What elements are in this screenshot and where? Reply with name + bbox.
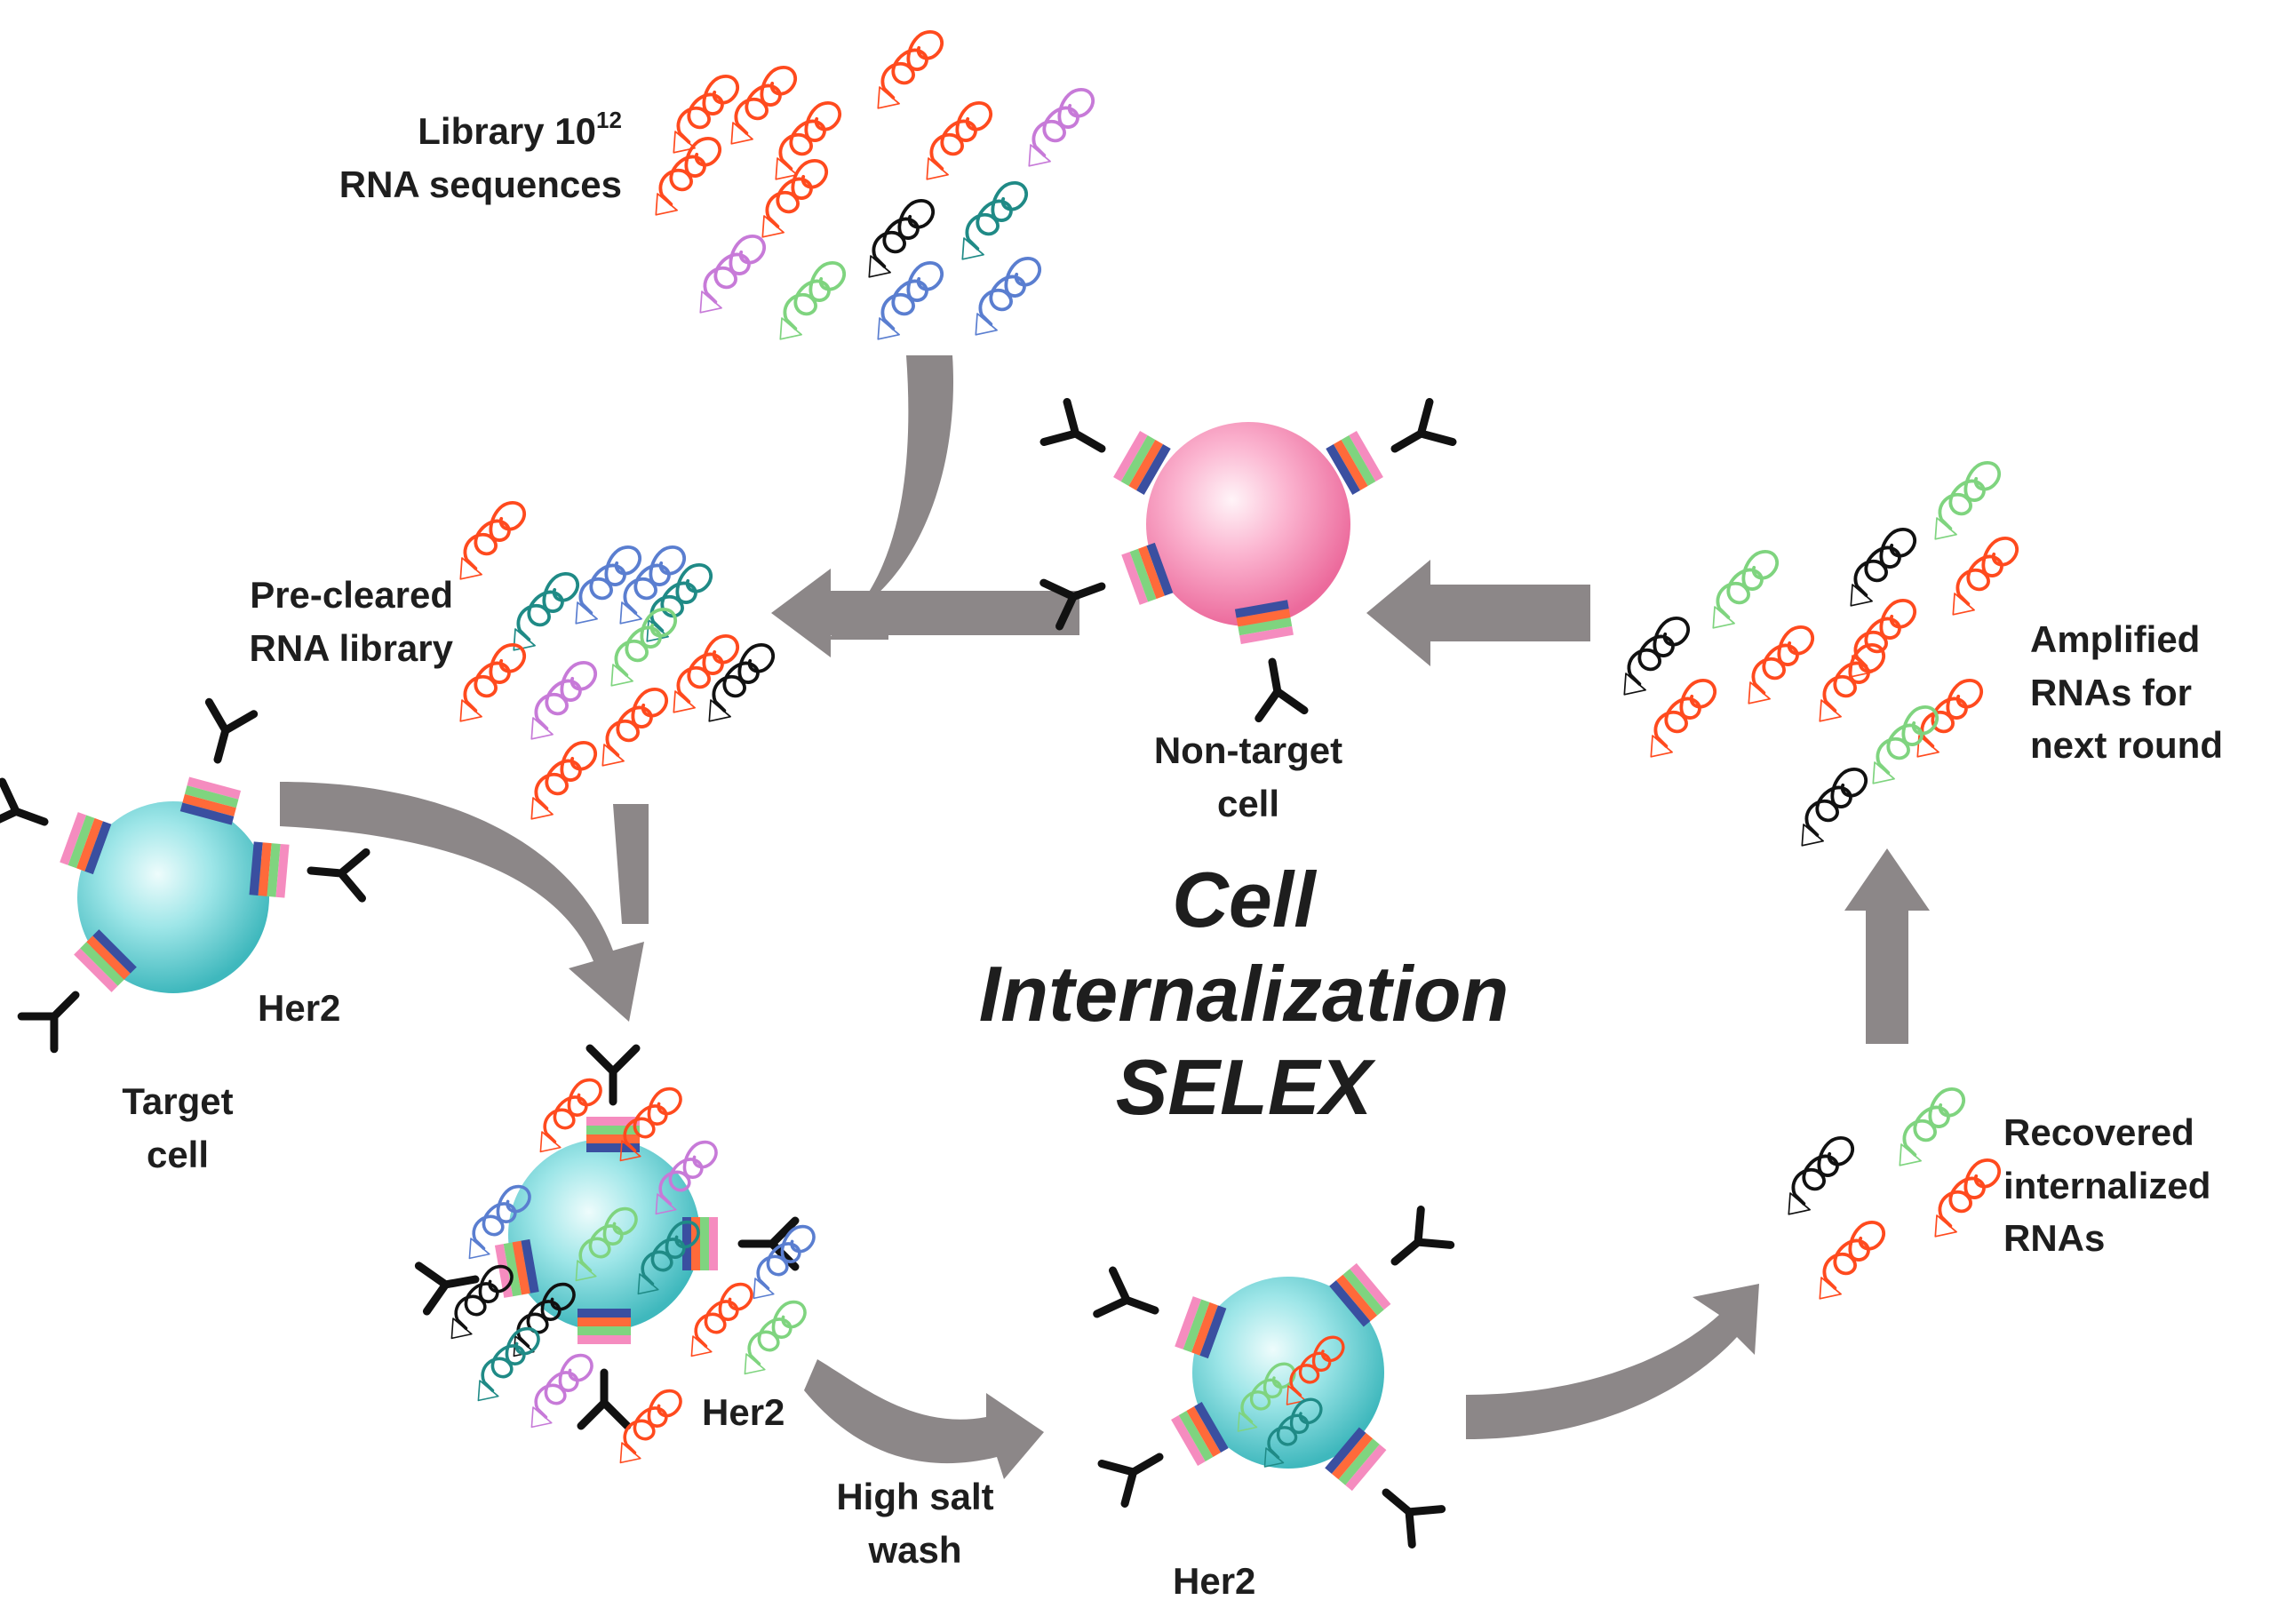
precleared-label: Pre-cleared RNA library: [249, 574, 453, 669]
her2-bound-label: Her2: [702, 1391, 785, 1433]
process-arrows: [280, 355, 1930, 1479]
rna-library-cluster: [654, 29, 1095, 341]
diagram-title: Cell Internalization SELEX: [978, 856, 1509, 1132]
salt-wash-label: High salt wash: [836, 1476, 994, 1571]
target-cell-label: Target cell: [122, 1080, 234, 1175]
library-label: Library 1012 RNA sequences: [339, 106, 622, 205]
arrow-library-to-junction: [826, 355, 954, 640]
rna-amplified-cluster: [1622, 460, 2019, 848]
arrow-precleared-down: [613, 804, 649, 924]
arrow-recovered-to-amplified: [1844, 848, 1930, 1044]
rna-recovered-cluster: [1787, 1087, 2002, 1301]
target-cell: [0, 702, 366, 1048]
nontarget-label: Non-target cell: [1153, 729, 1343, 824]
washed-target-cell: [1097, 1210, 1451, 1545]
amplified-label: Amplified RNAs for next round: [2030, 618, 2223, 767]
arrow-target-to-bound: [280, 782, 644, 1022]
rna-precleared-cluster: [458, 500, 776, 821]
rna-bound-target-cell: [418, 1048, 816, 1465]
arrow-amplified-to-nontarget: [1366, 560, 1590, 666]
her2-target-label: Her2: [258, 987, 341, 1029]
recovered-label: Recovered internalized RNAs: [2003, 1111, 2211, 1260]
arrow-to-recovered: [1466, 1284, 1759, 1439]
non-target-cell: [1044, 402, 1453, 718]
her2-washed-label: Her2: [1173, 1560, 1256, 1602]
arrow-nontarget-to-precleared: [771, 569, 1079, 657]
arrow-salt-wash: [804, 1359, 1044, 1479]
